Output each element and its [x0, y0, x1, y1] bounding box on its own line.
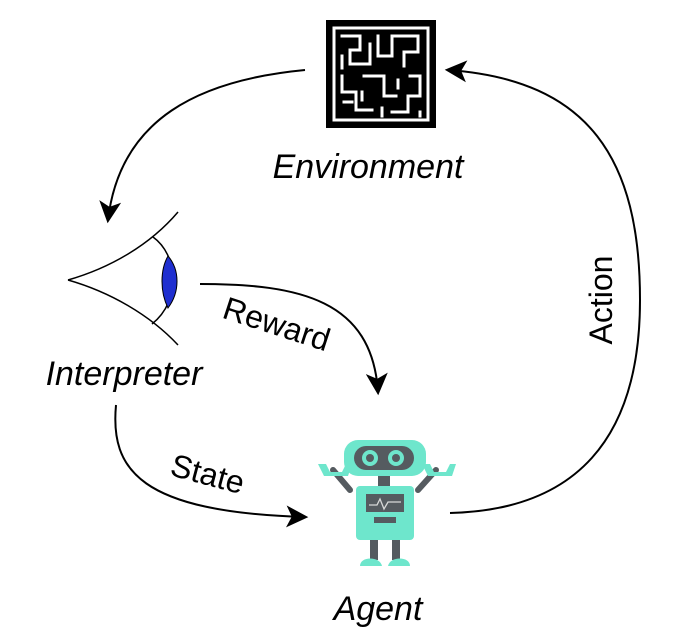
- arrow-reward: [199, 283, 388, 396]
- state-label: State: [167, 447, 248, 501]
- interpreter-label: Interpreter: [46, 355, 205, 393]
- arrow-environment-to-interpreter: [99, 69, 306, 224]
- agent-label: Agent: [332, 590, 424, 628]
- environment-label: Environment: [273, 148, 465, 186]
- action-label: Action: [583, 256, 619, 345]
- arrow-state: [114, 404, 309, 528]
- eye-icon: [67, 211, 179, 346]
- arrow-action: [444, 60, 642, 514]
- maze-icon: [326, 20, 436, 128]
- robot-icon: [318, 440, 456, 566]
